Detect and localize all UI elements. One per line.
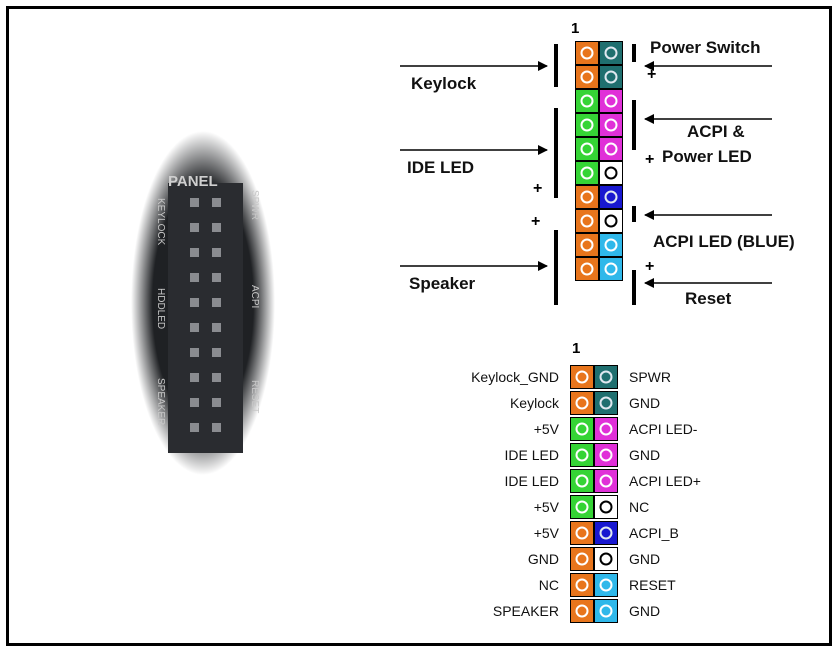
bottom-pin-odd-10 xyxy=(570,599,594,623)
plus-speaker: + xyxy=(531,213,540,231)
top-pin-odd-2 xyxy=(575,65,599,89)
pin-label-right: ACPI LED+ xyxy=(629,473,701,489)
bottom-pin-odd-6 xyxy=(570,495,594,519)
pin-label-right: NC xyxy=(629,499,649,515)
pin-label-right: GND xyxy=(629,447,660,463)
bottom-pin-odd-3 xyxy=(570,417,594,441)
bottom-pin-even-1 xyxy=(594,365,618,389)
label-power-switch: Power Switch xyxy=(650,38,761,58)
bottom-pin-even-8 xyxy=(594,547,618,571)
bottom-pin-even-5 xyxy=(594,469,618,493)
pin-label-left: NC xyxy=(539,577,559,593)
label-ide-led: IDE LED xyxy=(407,158,474,178)
top-pin-odd-3 xyxy=(575,89,599,113)
top-pin-odd-7 xyxy=(575,185,599,209)
label-acpi-led-blue: ACPI LED (BLUE) xyxy=(653,232,795,252)
top-pin-even-8 xyxy=(599,209,623,233)
pin-label-left: Keylock_GND xyxy=(471,369,559,385)
top-pin-odd-10 xyxy=(575,257,599,281)
pin-label-right: ACPI LED- xyxy=(629,421,697,437)
bottom-pin-even-3 xyxy=(594,417,618,441)
pin-label-left: IDE LED xyxy=(505,473,559,489)
plus-power-switch: + xyxy=(647,66,656,84)
label-acpi: ACPI & xyxy=(687,122,745,142)
pin-label-left: +5V xyxy=(534,525,559,541)
plus-reset: + xyxy=(645,258,654,276)
top-pin-even-4 xyxy=(599,113,623,137)
bottom-pin-odd-8 xyxy=(570,547,594,571)
top-pin1-marker: 1 xyxy=(571,20,579,37)
plus-power-led: + xyxy=(645,151,654,169)
bottom-pin-even-2 xyxy=(594,391,618,415)
pin-label-right: GND xyxy=(629,551,660,567)
top-pin-even-7 xyxy=(599,185,623,209)
top-pin-even-3 xyxy=(599,89,623,113)
top-pin-odd-1 xyxy=(575,41,599,65)
label-reset: Reset xyxy=(685,289,731,309)
bottom-pin-even-10 xyxy=(594,599,618,623)
bottom-pin-odd-4 xyxy=(570,443,594,467)
top-pin-odd-6 xyxy=(575,161,599,185)
pin-label-right: GND xyxy=(629,395,660,411)
label-speaker: Speaker xyxy=(409,274,475,294)
bottom-pin1-marker: 1 xyxy=(572,340,580,357)
pin-label-left: SPEAKER xyxy=(493,603,559,619)
top-pin-even-5 xyxy=(599,137,623,161)
bottom-pin-odd-9 xyxy=(570,573,594,597)
pin-label-left: +5V xyxy=(534,421,559,437)
pin-label-left: GND xyxy=(528,551,559,567)
pin-label-left: +5V xyxy=(534,499,559,515)
top-pin-odd-9 xyxy=(575,233,599,257)
pin-label-right: RESET xyxy=(629,577,676,593)
top-pin-even-6 xyxy=(599,161,623,185)
top-pin-odd-5 xyxy=(575,137,599,161)
bottom-pin-even-7 xyxy=(594,521,618,545)
bottom-pin-odd-5 xyxy=(570,469,594,493)
label-keylock: Keylock xyxy=(411,74,476,94)
pin-label-right: GND xyxy=(629,603,660,619)
top-pin-odd-8 xyxy=(575,209,599,233)
top-pin-even-2 xyxy=(599,65,623,89)
bottom-pin-odd-7 xyxy=(570,521,594,545)
top-pin-even-9 xyxy=(599,233,623,257)
pin-label-right: ACPI_B xyxy=(629,525,679,541)
bottom-pin-odd-1 xyxy=(570,365,594,389)
bottom-pin-even-9 xyxy=(594,573,618,597)
top-pin-even-1 xyxy=(599,41,623,65)
bottom-pin-even-4 xyxy=(594,443,618,467)
pin-label-left: Keylock xyxy=(510,395,559,411)
pin-label-left: IDE LED xyxy=(505,447,559,463)
bottom-pin-odd-2 xyxy=(570,391,594,415)
top-pin-odd-4 xyxy=(575,113,599,137)
plus-ide-led: + xyxy=(533,180,542,198)
top-pin-even-10 xyxy=(599,257,623,281)
pin-label-right: SPWR xyxy=(629,369,671,385)
bottom-pin-even-6 xyxy=(594,495,618,519)
label-power-led: Power LED xyxy=(662,147,752,167)
